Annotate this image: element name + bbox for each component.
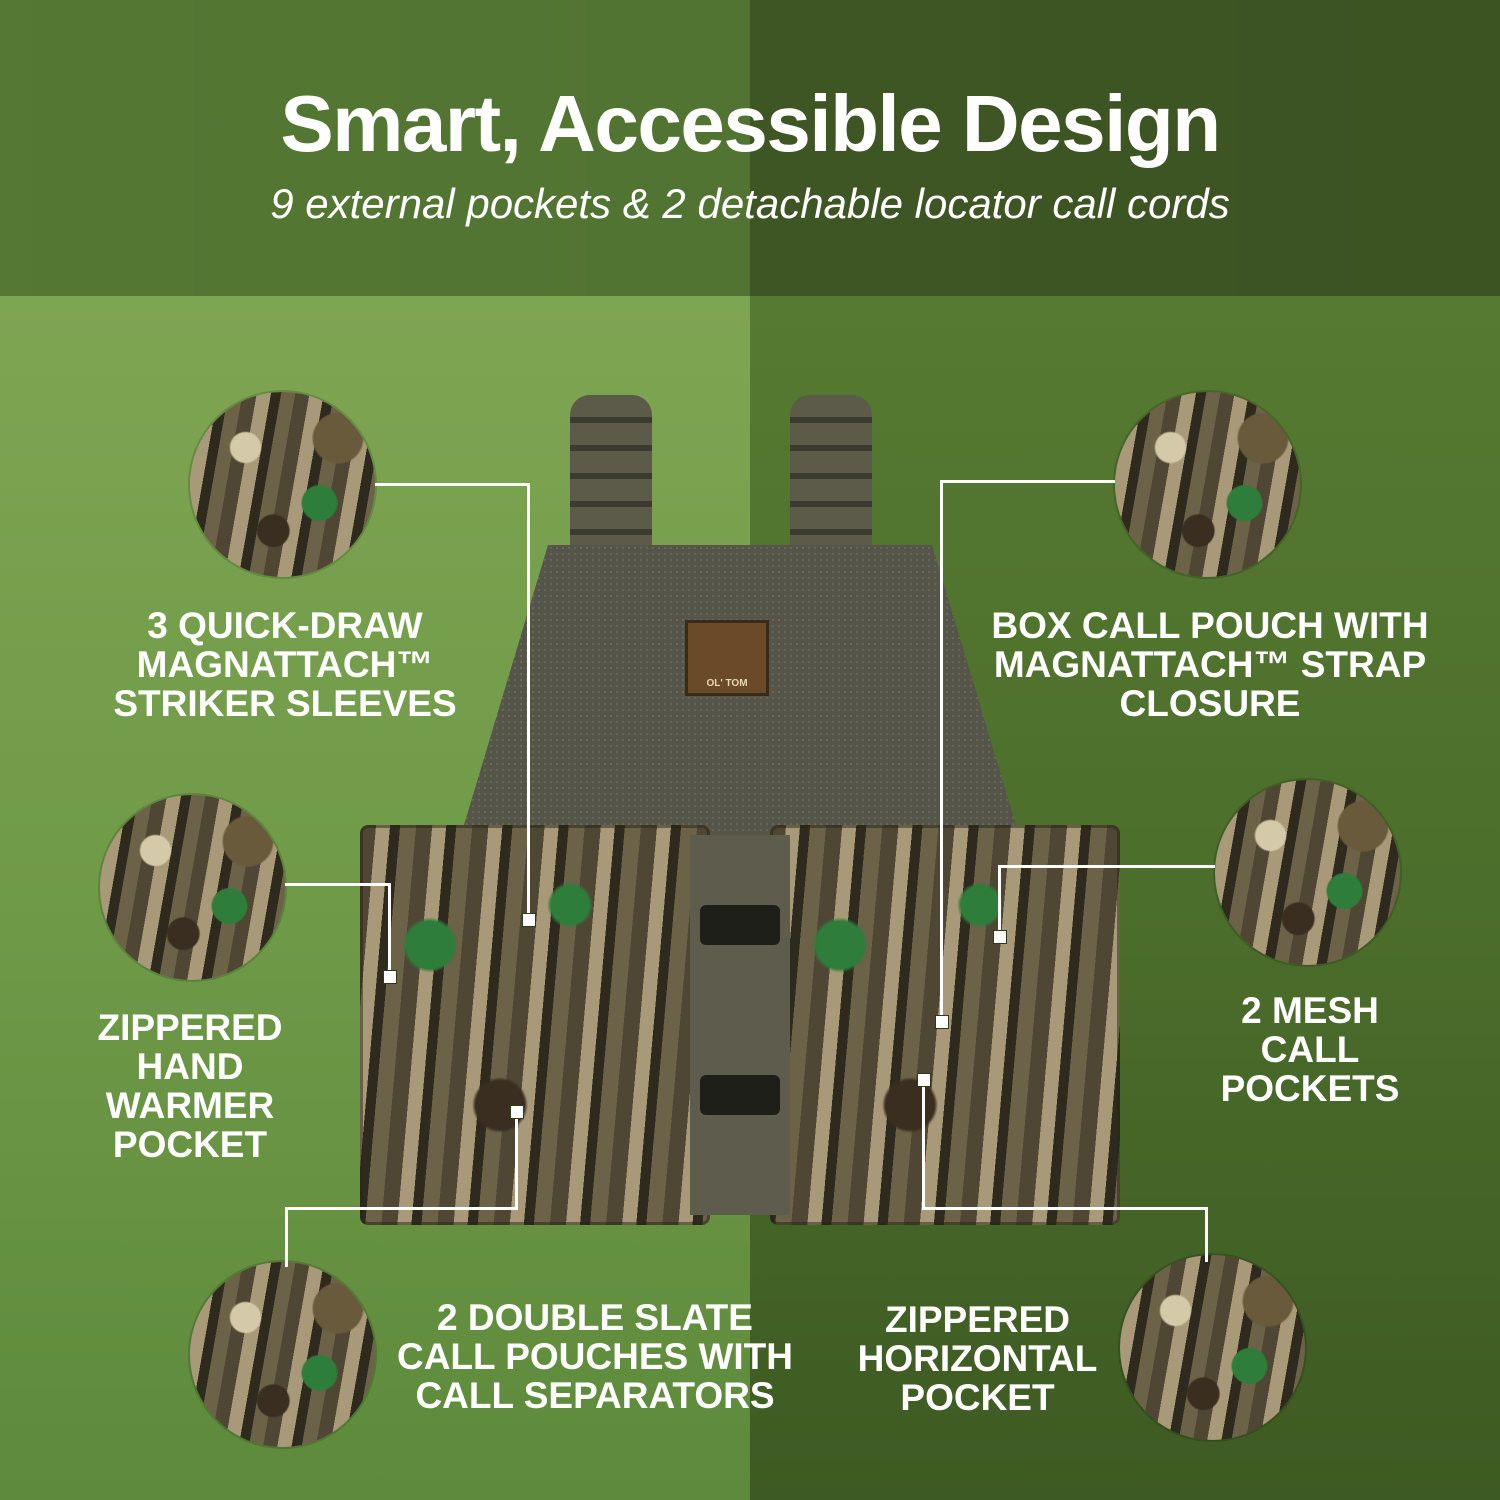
striker-sleeves-detail-image	[190, 392, 375, 577]
slate-pouches-label: 2 DOUBLE SLATE CALL POUCHES WITH CALL SE…	[396, 1297, 794, 1416]
upper-buckle	[700, 905, 780, 945]
mesh-pockets-leader-v	[998, 865, 1001, 935]
hand-warmer-leader-v	[388, 883, 391, 975]
slate-pouches-marker	[510, 1105, 524, 1119]
slate-pouches-detail-image	[190, 1262, 375, 1447]
hand-warmer-marker	[383, 970, 397, 984]
striker-sleeves-marker	[522, 913, 536, 927]
vest-left-panel	[360, 825, 710, 1225]
brand-logo-tag: OL' TOM	[685, 620, 769, 696]
header-band	[0, 0, 1500, 296]
striker-sleeves-leader-h	[375, 483, 530, 486]
slate-pouches-leader-v	[515, 1110, 518, 1210]
page-subtitle: 9 external pockets & 2 detachable locato…	[270, 180, 1230, 227]
slate-pouches-leader-h	[285, 1207, 518, 1210]
box-call-leader-h	[940, 480, 1115, 483]
box-call-pouch-label: BOX CALL POUCH WITH MAGNATTACH™ STRAP CL…	[991, 605, 1429, 724]
horizontal-pocket-marker	[917, 1073, 931, 1087]
hand-warmer-detail-image	[100, 795, 285, 980]
horizontal-pocket-leader-drop	[1205, 1207, 1208, 1262]
horizontal-pocket-leader-h	[922, 1207, 1208, 1210]
brand-logo-text: OL' TOM	[706, 678, 748, 689]
vest-center-mesh	[690, 835, 790, 1215]
horizontal-pocket-detail-image	[1120, 1255, 1305, 1440]
page-title: Smart, Accessible Design	[280, 79, 1221, 168]
mesh-pockets-label: 2 MESH CALL POCKETS	[1220, 990, 1400, 1109]
hand-warmer-label: ZIPPERED HAND WARMER POCKET	[97, 1007, 283, 1165]
mesh-pockets-detail-image	[1215, 780, 1400, 965]
horizontal-pocket-label: ZIPPERED HORIZONTAL POCKET	[857, 1299, 1098, 1418]
box-call-marker	[935, 1015, 949, 1029]
striker-sleeves-leader-v	[527, 483, 530, 921]
mesh-pockets-marker	[993, 930, 1007, 944]
striker-sleeves-label: 3 QUICK-DRAW MAGNATTACH™ STRIKER SLEEVES	[113, 605, 457, 724]
vest-image: OL' TOM	[350, 395, 1130, 1225]
lower-buckle	[700, 1075, 780, 1115]
slate-pouches-leader-drop	[285, 1207, 288, 1267]
box-call-leader-v	[940, 480, 943, 1018]
horizontal-pocket-leader-v	[922, 1078, 925, 1210]
mesh-pockets-leader-h	[1000, 865, 1215, 868]
box-call-pouch-detail-image	[1115, 392, 1300, 577]
hand-warmer-leader-h	[285, 883, 390, 886]
